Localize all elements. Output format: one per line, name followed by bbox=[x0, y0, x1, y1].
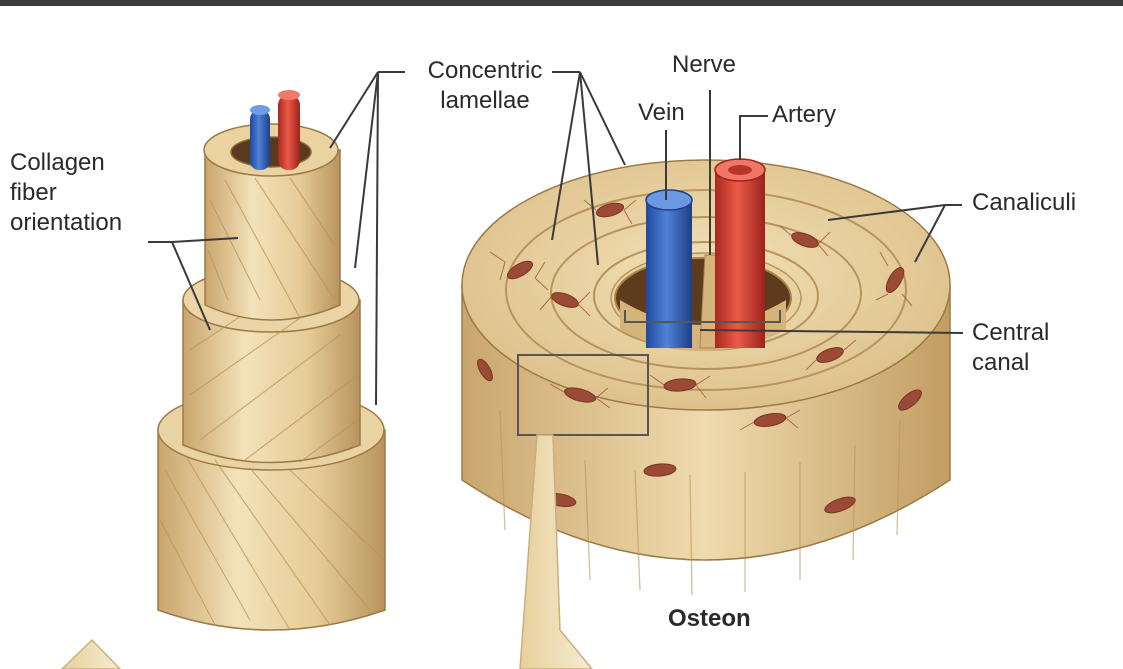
label-orientation-line3: orientation bbox=[10, 208, 122, 238]
label-central-canal: Central canal bbox=[972, 318, 1049, 378]
label-fiber-line2: fiber bbox=[10, 178, 122, 208]
label-collagen-line1: Collagen bbox=[10, 148, 122, 178]
label-canal-line2: canal bbox=[972, 348, 1049, 378]
label-central-line1: Central bbox=[972, 318, 1049, 348]
label-canaliculi: Canaliculi bbox=[972, 188, 1076, 218]
label-concentric-lamellae: Concentric lamellae bbox=[400, 56, 570, 116]
label-artery: Artery bbox=[772, 100, 836, 130]
label-osteon: Osteon bbox=[668, 604, 751, 634]
label-concentric-line1: Concentric bbox=[400, 56, 570, 86]
label-lamellae-line2: lamellae bbox=[400, 86, 570, 116]
label-collagen-fiber-orientation: Collagen fiber orientation bbox=[10, 148, 122, 238]
label-vein: Vein bbox=[638, 98, 685, 128]
top-border bbox=[0, 0, 1123, 6]
label-nerve: Nerve bbox=[672, 50, 736, 80]
lamellae-cylinder bbox=[158, 90, 385, 630]
arrow-bottom-left bbox=[62, 640, 120, 669]
